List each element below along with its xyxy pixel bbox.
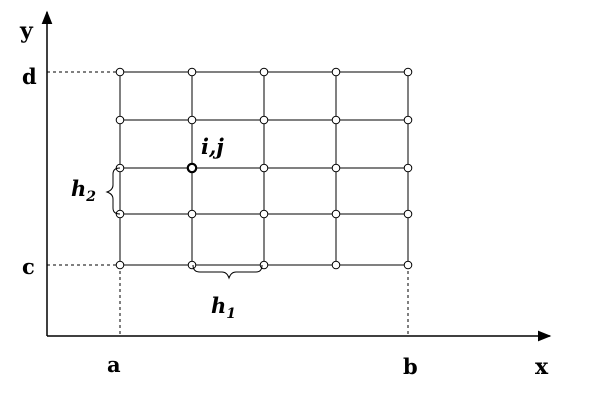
grid-node xyxy=(331,67,341,77)
tick-label-c: c xyxy=(22,254,35,279)
grid-node xyxy=(331,209,341,219)
grid-node xyxy=(331,115,341,125)
h1-label: h1 xyxy=(211,293,236,322)
grid-node xyxy=(187,115,197,125)
grid-node xyxy=(403,115,413,125)
grid-node xyxy=(187,209,197,219)
grid-node xyxy=(331,163,341,173)
grid-node xyxy=(259,163,269,173)
grid-node xyxy=(259,209,269,219)
grid-nodes xyxy=(115,67,413,270)
guide-lines xyxy=(47,71,409,336)
grid-node xyxy=(259,115,269,125)
grid-node xyxy=(115,115,125,125)
h1-brace xyxy=(192,264,263,280)
h2-label: h2 xyxy=(71,176,96,205)
grid-node xyxy=(187,260,197,270)
grid-node-highlighted xyxy=(186,162,198,174)
h2-brace xyxy=(105,167,121,215)
grid-node xyxy=(115,67,125,77)
tick-label-b: b xyxy=(403,354,418,379)
grid-node xyxy=(187,67,197,77)
grid-node xyxy=(115,260,125,270)
y-axis-label: y xyxy=(19,18,34,44)
grid-node xyxy=(403,260,413,270)
grid-node xyxy=(403,209,413,219)
tick-label-a: a xyxy=(107,352,121,377)
grid-node xyxy=(403,67,413,77)
x-axis-label: x xyxy=(535,354,549,380)
grid-node xyxy=(259,67,269,77)
node-label-ij: i,j xyxy=(201,134,224,159)
tick-label-d: d xyxy=(22,64,37,89)
grid-node xyxy=(331,260,341,270)
grid-node xyxy=(403,163,413,173)
